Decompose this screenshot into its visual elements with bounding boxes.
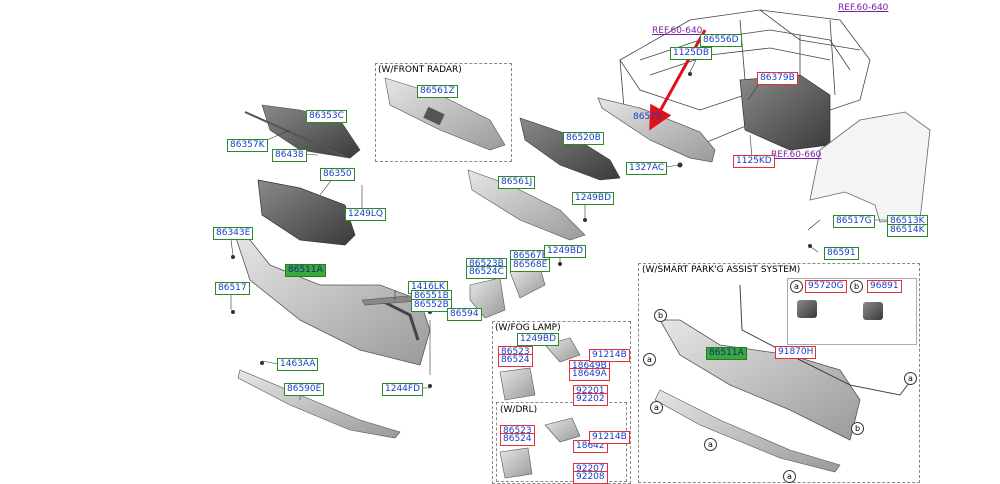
callout-a-2: a bbox=[650, 401, 663, 414]
part-label-1125DB[interactable]: 1125DB bbox=[670, 47, 713, 60]
part-label-92208[interactable]: 92208 bbox=[573, 471, 608, 484]
part-label-1463AA[interactable]: 1463AA bbox=[277, 358, 319, 371]
part-label-96891[interactable]: 96891 bbox=[867, 280, 902, 293]
part-label-86561Z[interactable]: 86561Z bbox=[417, 85, 458, 98]
sensor-a-shape bbox=[797, 300, 817, 318]
part-label-1249BD-a[interactable]: 1249BD bbox=[572, 192, 615, 205]
sensor-b-shape bbox=[863, 302, 883, 320]
part-label-91214B-drl[interactable]: 91214B bbox=[589, 431, 630, 444]
front-radar-box-title: (W/FRONT RADAR) bbox=[378, 65, 462, 75]
part-label-92202[interactable]: 92202 bbox=[573, 393, 608, 406]
callout-a-5: a bbox=[904, 372, 917, 385]
bumper-beam-shape bbox=[597, 97, 716, 163]
callout-b-1: b bbox=[654, 309, 667, 322]
part-label-86575[interactable]: 86575 bbox=[633, 112, 662, 122]
part-label-91870H[interactable]: 91870H bbox=[775, 346, 817, 359]
part-label-86379B[interactable]: 86379B bbox=[757, 72, 798, 85]
part-label-86568E[interactable]: 86568E bbox=[510, 259, 551, 272]
part-label-86517[interactable]: 86517 bbox=[215, 282, 250, 295]
part-label-86524-drl[interactable]: 86524 bbox=[500, 433, 535, 446]
part-label-86520B[interactable]: 86520B bbox=[563, 132, 604, 145]
energy-absorber-shape bbox=[739, 74, 831, 151]
ref-link-60-640-left[interactable]: REF.60-640 bbox=[652, 26, 703, 36]
front-radar-box bbox=[375, 63, 512, 162]
lower-cover-shape bbox=[467, 169, 586, 241]
part-label-18649A[interactable]: 18649A bbox=[569, 368, 610, 381]
callout-b-inset: b bbox=[850, 280, 863, 293]
radiator-grille-shape bbox=[257, 179, 356, 246]
part-label-86357K[interactable]: 86357K bbox=[227, 139, 268, 152]
part-label-86524C[interactable]: 86524C bbox=[466, 266, 507, 279]
part-label-1125KD[interactable]: 1125KD bbox=[733, 155, 775, 168]
radar-cover-shape bbox=[384, 77, 506, 151]
front-bumper-shape bbox=[234, 234, 431, 366]
part-label-86343E[interactable]: 86343E bbox=[213, 227, 254, 240]
callout-a-1: a bbox=[643, 353, 656, 366]
part-label-86591[interactable]: 86591 bbox=[824, 247, 859, 260]
drl-lamp-shape bbox=[544, 417, 581, 443]
smart-park-box bbox=[638, 263, 920, 483]
callout-b-2: b bbox=[851, 422, 864, 435]
sensor-inset-box bbox=[787, 278, 917, 345]
smart-park-box-title: (W/SMART PARK'G ASSIST SYSTEM) bbox=[642, 265, 801, 275]
part-label-86524-fog[interactable]: 86524 bbox=[498, 354, 533, 367]
part-label-86556D[interactable]: 86556D bbox=[700, 34, 742, 47]
part-label-1327AC[interactable]: 1327AC bbox=[626, 162, 668, 175]
part-label-86350[interactable]: 86350 bbox=[320, 168, 355, 181]
part-label-1244FD[interactable]: 1244FD bbox=[382, 383, 424, 396]
callout-a-inset: a bbox=[790, 280, 803, 293]
drl-box-title: (W/DRL) bbox=[500, 405, 538, 415]
front-end-module-frame bbox=[619, 9, 871, 146]
part-label-86511A[interactable]: 86511A bbox=[285, 264, 326, 277]
lower-lip-shape bbox=[237, 369, 401, 439]
part-label-86438[interactable]: 86438 bbox=[272, 149, 307, 162]
side-bracket-shape bbox=[509, 267, 546, 299]
callout-a-3: a bbox=[704, 438, 717, 451]
part-label-86514K[interactable]: 86514K bbox=[887, 224, 928, 237]
part-label-1249BD-fog[interactable]: 1249BD bbox=[517, 333, 560, 346]
part-label-86561J[interactable]: 86561J bbox=[498, 176, 536, 189]
part-label-1249LQ[interactable]: 1249LQ bbox=[345, 208, 387, 221]
wiring-harness-shape bbox=[739, 284, 916, 396]
part-label-1249BD-b[interactable]: 1249BD bbox=[544, 245, 587, 258]
part-label-86511A-sp[interactable]: 86511A bbox=[706, 347, 747, 360]
ref-link-60-660[interactable]: REF.60-660 bbox=[771, 150, 822, 160]
red-pointer-arrow bbox=[649, 29, 707, 131]
part-label-86590E[interactable]: 86590E bbox=[284, 383, 325, 396]
lower-grille-shape bbox=[519, 117, 621, 181]
callout-a-4: a bbox=[783, 470, 796, 483]
part-label-95720G[interactable]: 95720G bbox=[805, 280, 847, 293]
fog-lamp-box-title: (W/FOG LAMP) bbox=[495, 323, 561, 333]
ref-link-60-640-right[interactable]: REF.60-640 bbox=[838, 3, 889, 13]
part-label-86517G[interactable]: 86517G bbox=[833, 215, 875, 228]
part-label-86594[interactable]: 86594 bbox=[447, 308, 482, 321]
fender-shape bbox=[809, 111, 931, 223]
part-label-86552B[interactable]: 86552B bbox=[411, 299, 452, 312]
part-label-91214B-fog[interactable]: 91214B bbox=[589, 349, 630, 362]
part-label-86353C[interactable]: 86353C bbox=[306, 110, 347, 123]
